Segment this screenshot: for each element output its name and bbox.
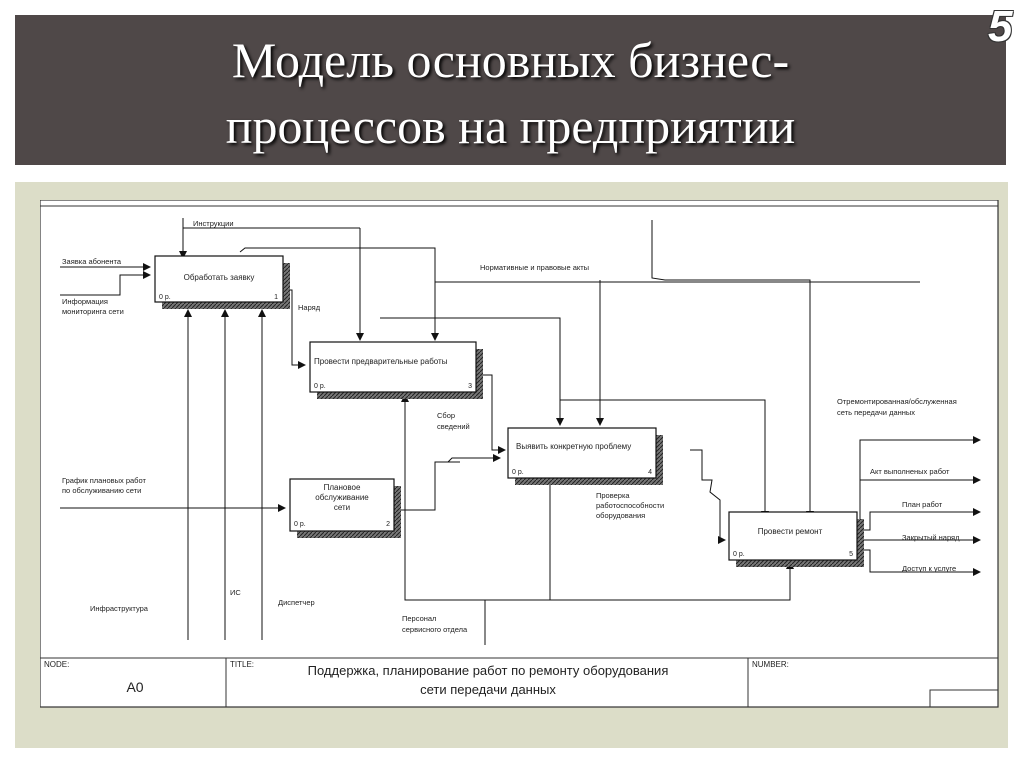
activity-box-2: Плановое обслуживание сети 0 р. 2 xyxy=(289,478,401,538)
label-output-act: Акт выполненых работ xyxy=(870,467,950,476)
label-staff-1: Персонал xyxy=(402,614,436,623)
slide-title: Модель основных бизнес- процессов на пре… xyxy=(15,27,1006,159)
box-4-number: 4 xyxy=(648,469,652,476)
box-1-cost: 0 р. xyxy=(159,294,171,301)
box-2-cost: 0 р. xyxy=(294,521,306,528)
box-2-label-3: сети xyxy=(334,503,350,512)
activity-box-4: Выявить конкретную проблему 0 р. 4 xyxy=(507,427,663,485)
label-monitoring-2: мониторинга сети xyxy=(62,307,124,316)
label-infrastructure: Инфраструктура xyxy=(90,604,149,613)
label-data-2: сведений xyxy=(437,422,470,431)
idef0-diagram: Обработать заявку 0 р. 1 Провести предва… xyxy=(40,200,999,708)
footer-number-label: NUMBER: xyxy=(752,660,789,669)
footer-title-line-2: сети передачи данных xyxy=(420,682,556,697)
label-schedule-1: График плановых работ xyxy=(62,476,146,485)
box-3-number: 3 xyxy=(468,383,472,390)
label-output-network-1: Отремонтированная/обслуженная xyxy=(837,397,957,406)
box-1-number: 1 xyxy=(274,294,278,301)
footer-title-line-1: Поддержка, планирование работ по ремонту… xyxy=(308,663,669,678)
slide-number: 5 xyxy=(988,2,1013,51)
activity-box-1: Обработать заявку 0 р. 1 xyxy=(154,255,290,309)
label-monitoring-1: Информация xyxy=(62,297,108,306)
label-schedule-2: по обслуживанию сети xyxy=(62,486,141,495)
title-bar: Модель основных бизнес- процессов на пре… xyxy=(15,15,1006,165)
footer-node-label: NODE: xyxy=(44,660,69,669)
label-dispatcher: Диспетчер xyxy=(278,598,315,607)
slide-title-line-1: Модель основных бизнес- xyxy=(231,32,790,88)
activity-box-5: Провести ремонт 0 р. 5 xyxy=(728,511,864,567)
box-5-cost: 0 р. xyxy=(733,551,745,558)
box-2-label-2: обслуживание xyxy=(315,493,369,502)
box-4-cost: 0 р. xyxy=(512,469,524,476)
label-is: ИС xyxy=(230,588,241,597)
label-check-3: оборудования xyxy=(596,511,645,520)
label-data-1: Сбор xyxy=(437,411,455,420)
label-request: Заявка абонента xyxy=(62,257,122,266)
label-output-closed: Закрытый наряд xyxy=(902,533,960,542)
label-check-1: Проверка xyxy=(596,491,630,500)
label-output-network-2: сеть передачи данных xyxy=(837,408,915,417)
label-acts: Нормативные и правовые акты xyxy=(480,263,589,272)
label-staff-2: сервисного отдела xyxy=(402,625,468,634)
box-2-number: 2 xyxy=(386,521,390,528)
label-instructions: Инструкции xyxy=(193,219,234,228)
box-2-label-1: Плановое xyxy=(324,483,361,492)
footer-title-label: TITLE: xyxy=(230,660,254,669)
footer-node-value: A0 xyxy=(126,679,143,695)
diagram-footer: NODE: A0 TITLE: Поддержка, планирование … xyxy=(40,657,999,708)
box-4-label: Выявить конкретную проблему xyxy=(516,442,631,451)
activity-box-3: Провести предварительные работы 0 р. 3 xyxy=(309,341,483,399)
label-output-access: Доступ к услуге xyxy=(902,564,956,573)
box-1-label: Обработать заявку xyxy=(184,273,255,282)
label-check-2: работоспособности xyxy=(596,501,664,510)
box-5-label: Провести ремонт xyxy=(758,527,823,536)
box-3-label: Провести предварительные работы xyxy=(314,357,448,366)
slide-title-line-2: процессов на предприятии xyxy=(225,98,796,154)
label-order: Наряд xyxy=(298,303,321,312)
label-output-plan: План работ xyxy=(902,500,943,509)
box-5-number: 5 xyxy=(849,551,853,558)
box-3-cost: 0 р. xyxy=(314,383,326,390)
